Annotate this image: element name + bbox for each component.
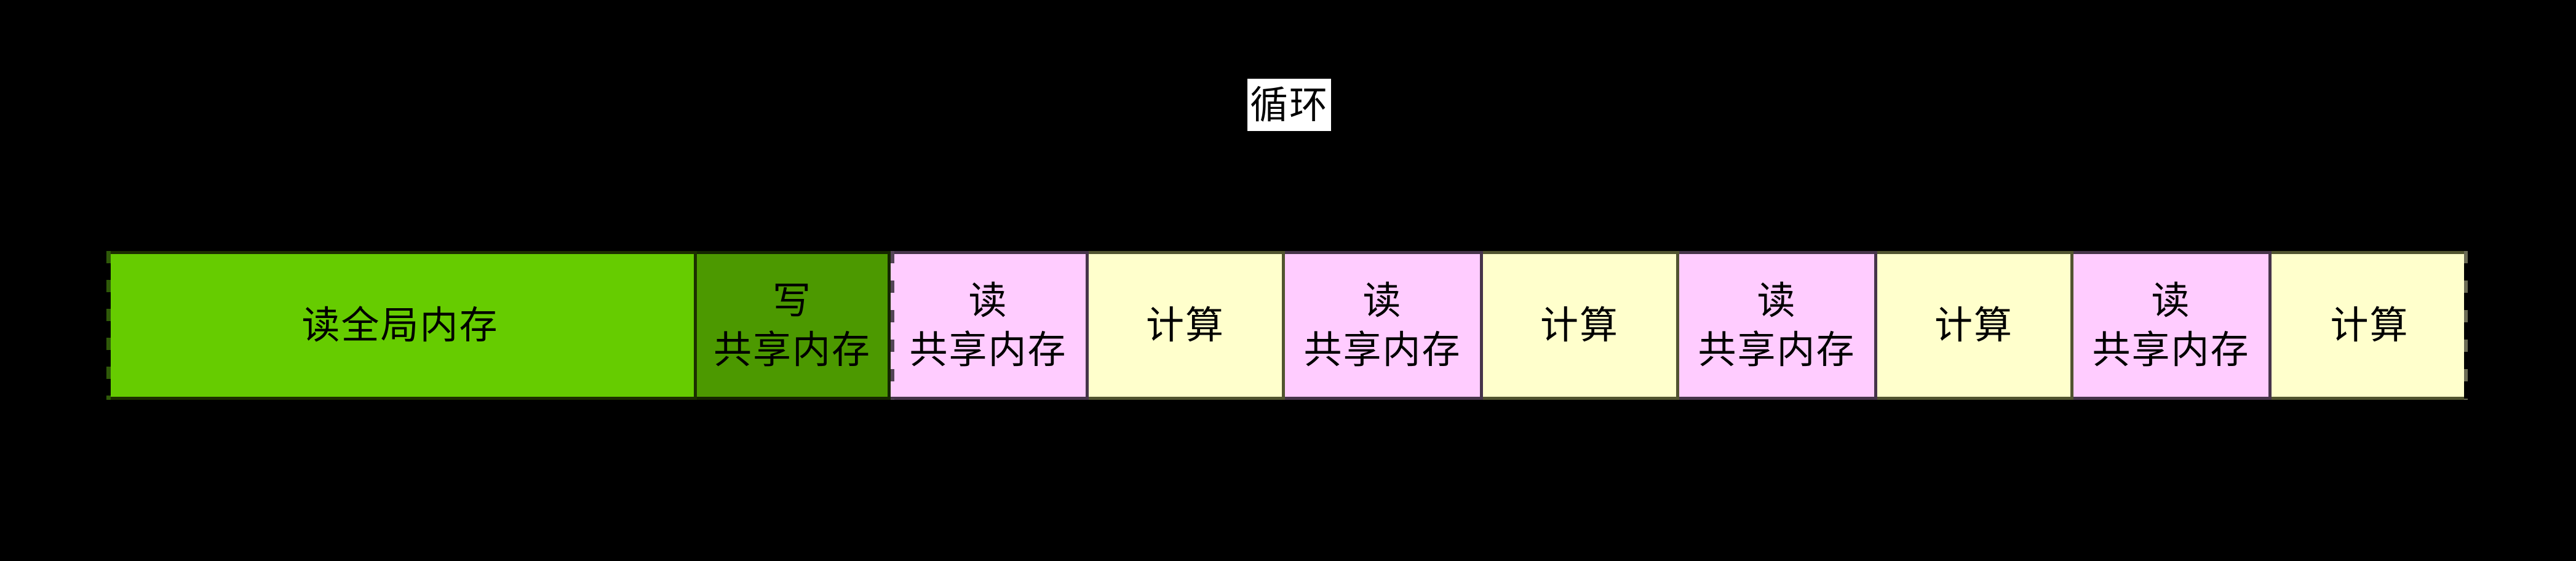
block-read-shared-memory-1: 读 共享内存 [891,251,1089,400]
block-read-shared-memory-2: 读 共享内存 [1285,251,1483,400]
block-read-shared-memory-3: 读 共享内存 [1679,251,1877,400]
block-read-global-memory: 读全局内存 [106,251,697,400]
block-compute-1: 计算 [1089,251,1285,400]
block-compute-2: 计算 [1483,251,1679,400]
block-write-shared-memory: 写 共享内存 [697,251,891,400]
loop-label: 循环 [1247,79,1331,131]
block-read-shared-memory-4: 读 共享内存 [2073,251,2272,400]
block-compute-3: 计算 [1877,251,2073,400]
block-compute-4: 计算 [2272,251,2468,400]
pipeline-row: 读全局内存 写 共享内存 读 共享内存 计算 读 共享内存 计算 读 共享内存 … [106,251,2468,400]
